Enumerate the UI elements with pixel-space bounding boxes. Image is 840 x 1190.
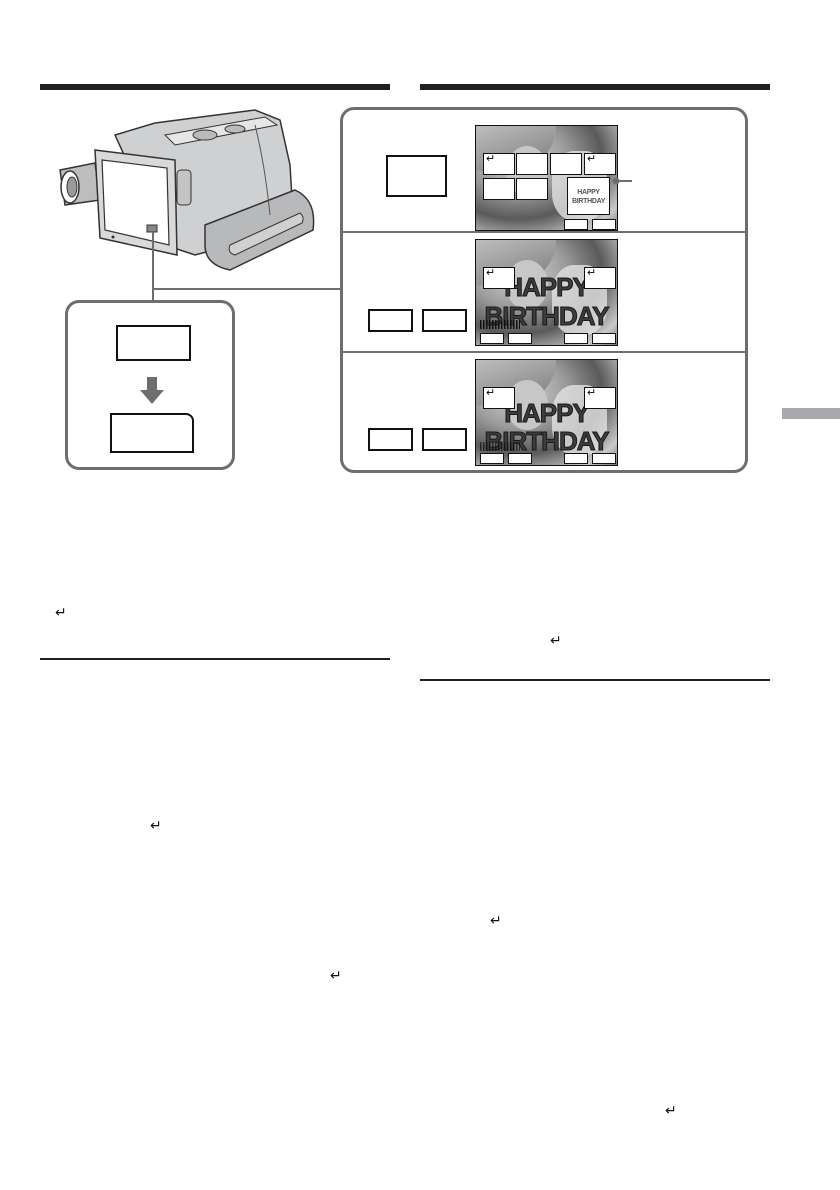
- step-2-button-b[interactable]: [422, 309, 467, 332]
- return-icon: ↵: [330, 967, 342, 983]
- camcorder-illustration: [55, 105, 325, 280]
- title-key[interactable]: [550, 153, 582, 175]
- return-icon: ↵: [55, 604, 67, 620]
- screen-key[interactable]: [508, 333, 532, 344]
- screen-key[interactable]: [508, 453, 532, 464]
- step-divider: [343, 231, 745, 233]
- size-level-indicator: [480, 320, 520, 329]
- down-arrow-icon: [140, 377, 164, 405]
- return-icon: ↵: [486, 267, 496, 279]
- return-icon: ↵: [665, 1102, 677, 1118]
- lcd-screen-step-3: HAPPY BIRTHDAY ↵ ↵: [475, 359, 618, 466]
- title-key[interactable]: [516, 178, 548, 200]
- screen-key[interactable]: [592, 333, 616, 344]
- return-key[interactable]: ↵: [584, 267, 616, 289]
- return-icon: ↵: [587, 267, 597, 279]
- return-icon: ↵: [550, 632, 562, 648]
- section-rule: [420, 679, 770, 681]
- title-key[interactable]: [483, 178, 515, 200]
- screen-key[interactable]: [564, 333, 588, 344]
- menu-button[interactable]: [116, 325, 191, 361]
- overlay-title-line-1: HAPPY: [504, 398, 591, 428]
- step-divider: [343, 351, 745, 353]
- return-icon: ↵: [486, 153, 496, 165]
- submenu-button[interactable]: [110, 413, 194, 453]
- title-preset-happy-birthday[interactable]: HAPPY BIRTHDAY: [567, 177, 610, 215]
- return-key[interactable]: ↵: [483, 387, 515, 409]
- size-level-indicator: [480, 442, 520, 451]
- title-button[interactable]: [386, 155, 447, 197]
- return-icon: ↵: [587, 387, 597, 399]
- overlay-title-line-1: HAPPY: [504, 272, 591, 302]
- touch-panel-callout: [65, 300, 235, 470]
- pointer-dot: [612, 177, 632, 185]
- return-icon: ↵: [587, 153, 597, 165]
- connector-line: [152, 232, 154, 300]
- return-icon: ↵: [490, 912, 502, 928]
- return-key[interactable]: ↵: [584, 153, 616, 175]
- step-3-button-a[interactable]: [368, 428, 413, 451]
- step-2-button-a[interactable]: [368, 309, 413, 332]
- return-icon: ↵: [486, 387, 496, 399]
- screen-key[interactable]: [564, 453, 588, 464]
- left-heading-bar: [40, 84, 390, 90]
- screen-key[interactable]: [592, 453, 616, 464]
- screen-key[interactable]: [480, 333, 504, 344]
- title-key[interactable]: [516, 153, 548, 175]
- right-heading-bar: [420, 84, 770, 90]
- return-key[interactable]: ↵: [584, 387, 616, 409]
- steps-panel: ↵ ↵ HAPPY BIRTHDAY HAPPY BIRTHDAY ↵ ↵ HA…: [340, 107, 748, 473]
- screen-key[interactable]: [592, 219, 616, 230]
- step-3-button-b[interactable]: [422, 428, 467, 451]
- connector-line: [152, 288, 342, 290]
- return-key[interactable]: ↵: [483, 267, 515, 289]
- return-key[interactable]: ↵: [483, 153, 515, 175]
- lcd-screen-step-1: ↵ ↵ HAPPY BIRTHDAY: [475, 125, 618, 231]
- screen-key[interactable]: [564, 219, 588, 230]
- chapter-side-tab: [782, 408, 840, 419]
- return-icon: ↵: [150, 817, 162, 833]
- section-rule: [40, 658, 390, 660]
- screen-key[interactable]: [480, 453, 504, 464]
- lcd-screen-step-2: HAPPY BIRTHDAY ↵ ↵: [475, 239, 618, 346]
